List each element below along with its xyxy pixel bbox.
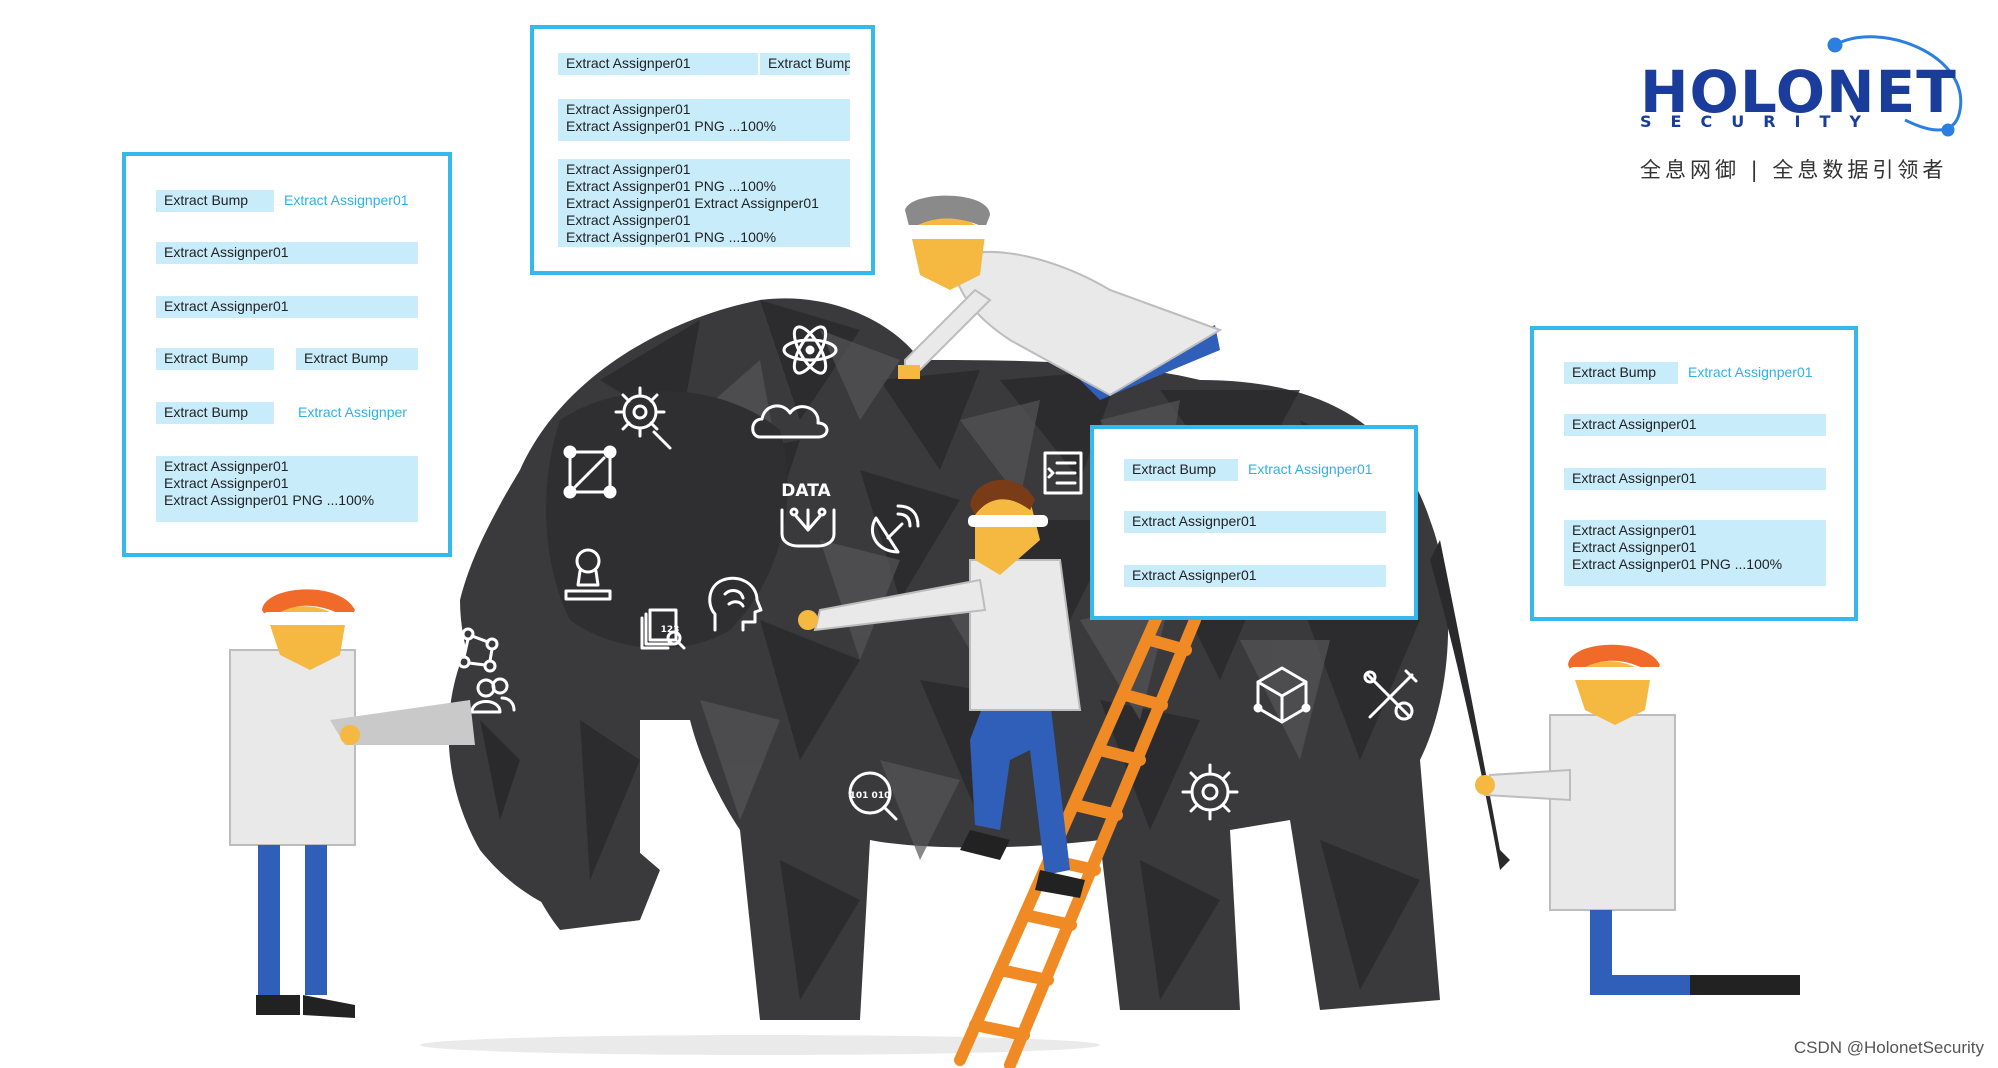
person-ladder-head	[975, 489, 1040, 575]
panel-left-row-4-bar-b: Extract Bump	[296, 348, 418, 370]
person-on-ladder	[798, 479, 1085, 898]
list-indent-icon	[1043, 451, 1083, 495]
gear-wrench-icon	[614, 386, 672, 450]
logo-subline: SECURITY	[1640, 112, 1880, 131]
panel-top: Extract Assignper01 Extract Bump Extract…	[530, 25, 875, 275]
elephant-icons	[457, 325, 1418, 821]
panel-middle-row-1-bar: Extract Bump	[1124, 459, 1238, 481]
ground-shadow	[420, 1035, 1100, 1055]
person-ladder-arm	[813, 578, 987, 632]
panel-top-row-1-bar-a: Extract Assignper01	[558, 53, 758, 75]
person-left	[229, 589, 475, 1018]
cube-icon	[1253, 666, 1311, 724]
panel-middle-row-2-bar: Extract Assignper01	[1124, 511, 1386, 533]
csdn-watermark: CSDN @HolonetSecurity	[1793, 1038, 1984, 1057]
panel-left-row-1-link: Extract Assignper01	[284, 192, 409, 208]
panel-middle-row-1-link: Extract Assignper01	[1248, 461, 1373, 477]
panel-top-row-1-bar-b: Extract Bump	[760, 53, 850, 75]
panel-left-row-2-bar: Extract Assignper01	[156, 242, 418, 264]
network-share-icon	[457, 627, 499, 673]
person-left-coat	[229, 649, 356, 846]
panel-left-row-1-bar: Extract Bump	[156, 190, 274, 212]
panel-right-row-2-bar: Extract Assignper01	[1564, 414, 1826, 436]
panel-left-row-5-link: Extract Assignper	[298, 404, 407, 420]
panel-right-row-1-bar: Extract Bump	[1564, 362, 1678, 384]
binary-icon-text: 101 010	[850, 791, 891, 801]
panel-top-row-2-bar: Extract Assignper01 Extract Assignper01 …	[558, 99, 850, 141]
panel-right-row-1-link: Extract Assignper01	[1688, 364, 1813, 380]
panel-left-row-6-bar: Extract Assignper01 Extract Assignper01 …	[156, 456, 418, 522]
panel-top-row-3-bar: Extract Assignper01 Extract Assignper01 …	[558, 159, 850, 247]
person-right-coat	[1549, 714, 1676, 911]
brain-head-icon	[708, 576, 763, 632]
panel-left-row-4-bar-a: Extract Bump	[156, 348, 274, 370]
person-right-arm	[1483, 768, 1571, 802]
panel-middle-row-3-bar: Extract Assignper01	[1124, 565, 1386, 587]
data-icon-digits: 123	[661, 625, 680, 635]
person-right	[1475, 644, 1800, 995]
data-funnel-icon	[780, 507, 836, 548]
logo-wordmark: HOLONET	[1640, 58, 1957, 126]
panel-left-row-3-bar: Extract Assignper01	[156, 296, 418, 318]
person-on-top	[898, 195, 1223, 400]
atom-icon	[782, 325, 838, 375]
cloud-icon	[751, 404, 829, 439]
person-left-arm	[330, 700, 475, 745]
gear-icon	[1181, 763, 1239, 821]
tools-icon	[1363, 669, 1418, 721]
logo-tagline: 全息网御 | 全息数据引领者	[1640, 158, 1948, 182]
binary-search-icon	[848, 771, 898, 821]
panel-right-row-4-bar: Extract Assignper01 Extract Assignper01 …	[1564, 520, 1826, 586]
elephant-tail	[1430, 540, 1510, 870]
panel-left: Extract Bump Extract Assignper01 Extract…	[122, 152, 452, 557]
trunk-facet	[480, 720, 520, 820]
elephant-trunk	[448, 640, 660, 922]
satellite-dish-icon	[870, 504, 920, 554]
panel-left-row-5-bar: Extract Bump	[156, 402, 274, 424]
stamp-icon	[564, 548, 612, 601]
data-label: DATA	[781, 481, 831, 501]
panel-right-row-3-bar: Extract Assignper01	[1564, 468, 1826, 490]
person-ladder-coat	[969, 559, 1082, 711]
logo-orbit	[1827, 35, 1963, 137]
vector-nodes-icon	[563, 445, 617, 499]
person-ladder-pants	[970, 700, 1070, 875]
panel-middle: Extract Bump Extract Assignper01 Extract…	[1090, 425, 1418, 620]
panel-right: Extract Bump Extract Assignper01 Extract…	[1530, 326, 1858, 621]
stacked-documents-search-icon	[640, 608, 686, 650]
users-icon	[470, 677, 516, 714]
